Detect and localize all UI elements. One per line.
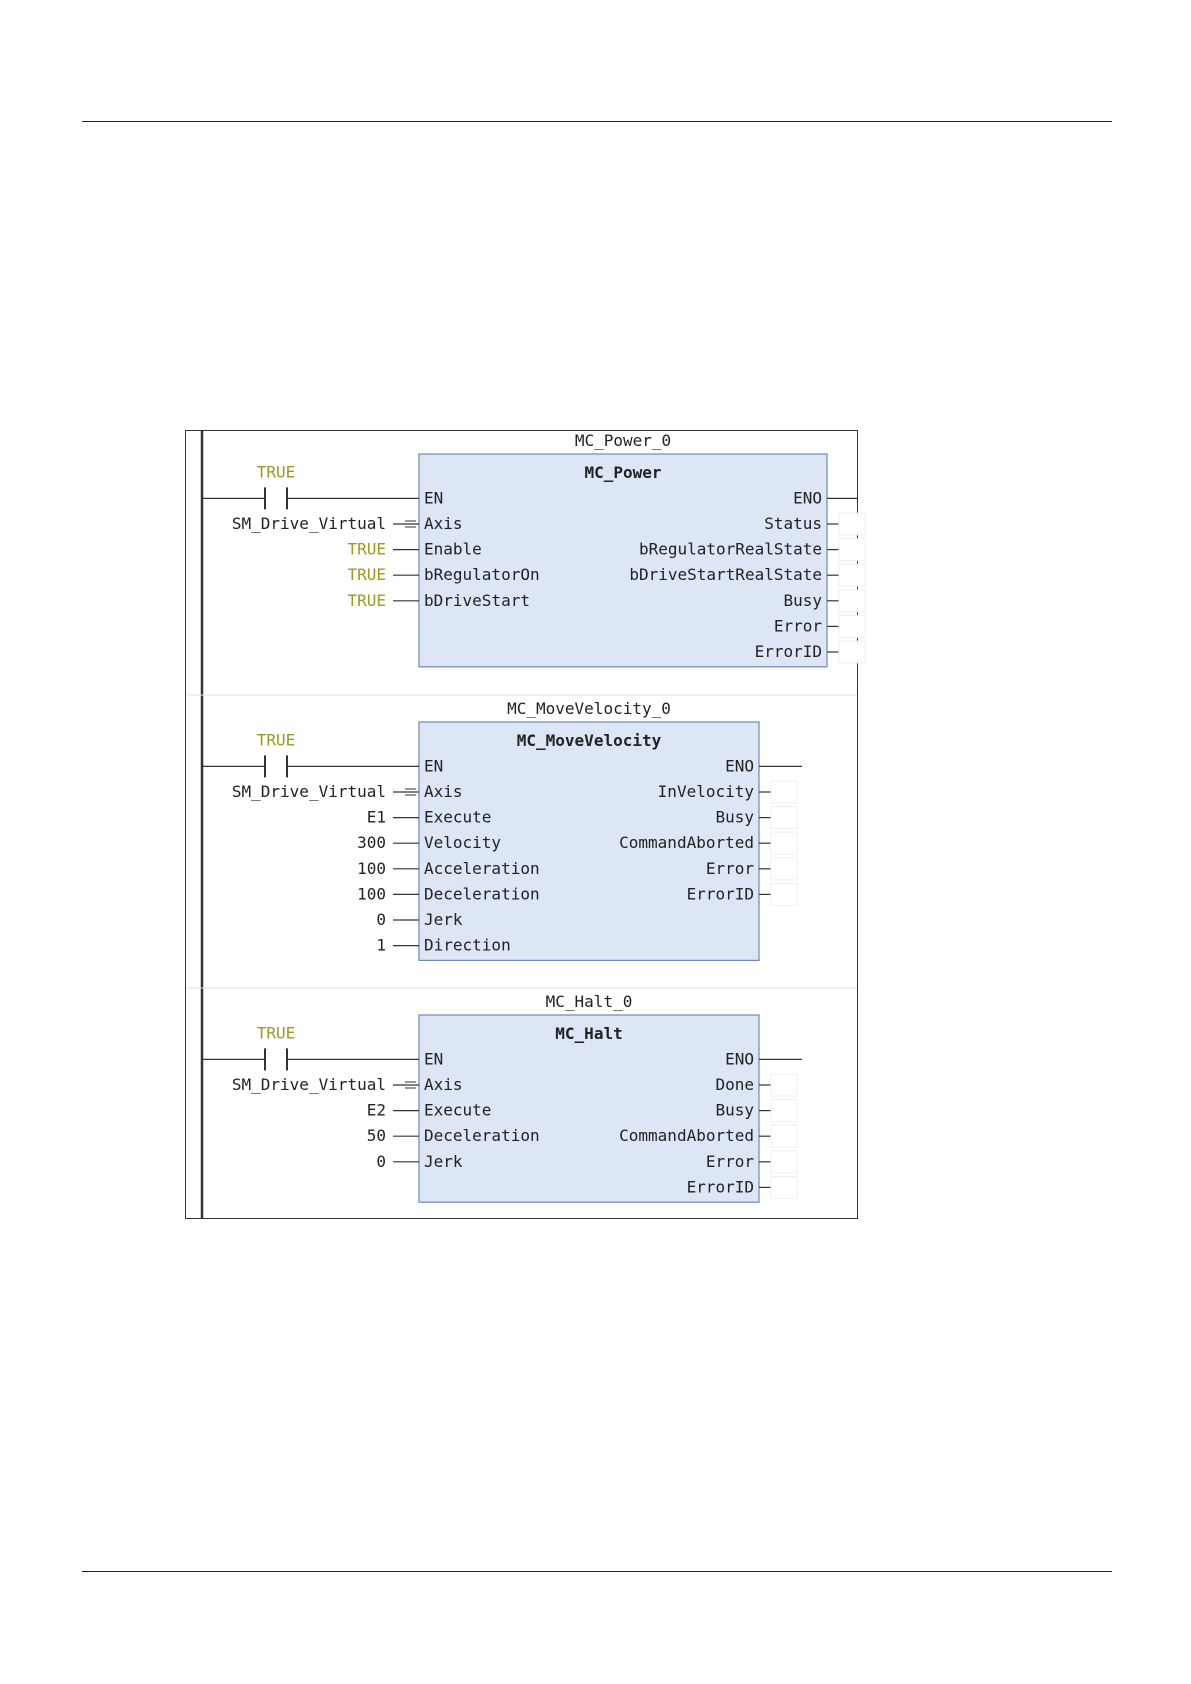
input-value: TRUE <box>347 565 386 584</box>
input-value: 100 <box>357 859 386 878</box>
input-pin: bRegulatorOn <box>424 565 540 584</box>
output-variable-box <box>770 882 798 906</box>
output-pin: ErrorID <box>687 1177 754 1196</box>
output-pin: InVelocity <box>658 782 755 801</box>
output-variable-box <box>838 512 866 536</box>
eno-pin: ENO <box>725 756 754 775</box>
input-pin: Deceleration <box>424 884 540 903</box>
instance-name: MC_MoveVelocity_0 <box>507 699 671 718</box>
input-value: 1 <box>376 936 386 955</box>
input-value: 300 <box>357 833 386 852</box>
header-rule <box>82 121 1112 122</box>
input-pin: Jerk <box>424 910 463 929</box>
output-variable-box <box>770 1150 798 1174</box>
input-pin: Axis <box>424 782 463 801</box>
output-pin: ErrorID <box>687 884 754 903</box>
output-pin: CommandAborted <box>619 833 754 852</box>
en-pin: EN <box>424 488 443 507</box>
input-pin: Execute <box>424 1101 491 1120</box>
input-pin: Deceleration <box>424 1126 540 1145</box>
eno-pin: ENO <box>725 1049 754 1068</box>
output-pin: Busy <box>715 1101 754 1120</box>
input-pin: Enable <box>424 540 482 559</box>
input-value: 100 <box>357 884 386 903</box>
input-pin: Velocity <box>424 833 501 852</box>
output-variable-box <box>770 1124 798 1148</box>
output-pin: ErrorID <box>755 642 822 661</box>
output-pin: Busy <box>783 591 822 610</box>
input-value: TRUE <box>347 540 386 559</box>
block-type: MC_Power <box>584 463 661 482</box>
input-pin: Axis <box>424 514 463 533</box>
output-pin: bRegulatorRealState <box>639 540 822 559</box>
output-pin: Status <box>764 514 822 533</box>
contact-label: TRUE <box>257 462 296 481</box>
output-variable-box <box>838 589 866 613</box>
input-value: TRUE <box>347 591 386 610</box>
function-block <box>418 1014 760 1203</box>
output-variable-box <box>770 831 798 855</box>
output-pin: Error <box>774 616 823 635</box>
input-pin: Axis <box>424 1075 463 1094</box>
diagram-frame <box>185 430 858 1219</box>
input-value: 50 <box>367 1126 386 1145</box>
instance-name: MC_Power_0 <box>575 431 671 450</box>
contact-label: TRUE <box>257 730 296 749</box>
input-value: 0 <box>376 1152 386 1171</box>
output-variable-box <box>770 780 798 804</box>
block-type: MC_Halt <box>555 1024 622 1043</box>
output-variable-box <box>838 614 866 638</box>
output-variable-box <box>770 806 798 830</box>
input-value: SM_Drive_Virtual <box>232 782 386 801</box>
output-variable-box <box>838 640 866 664</box>
output-pin: Busy <box>715 808 754 827</box>
block-type: MC_MoveVelocity <box>517 731 662 750</box>
input-pin: Acceleration <box>424 859 540 878</box>
output-variable-box <box>770 1175 798 1199</box>
function-block <box>418 721 760 961</box>
output-variable-box <box>770 857 798 881</box>
input-pin: bDriveStart <box>424 591 530 610</box>
output-pin: Done <box>715 1075 754 1094</box>
output-variable-box <box>770 1099 798 1123</box>
en-pin: EN <box>424 756 443 775</box>
input-value: E1 <box>367 808 386 827</box>
output-variable-box <box>770 1073 798 1097</box>
output-pin: bDriveStartRealState <box>629 565 822 584</box>
function-block <box>418 453 828 668</box>
output-variable-box <box>838 563 866 587</box>
input-pin: Jerk <box>424 1152 463 1171</box>
output-pin: Error <box>706 859 755 878</box>
output-pin: CommandAborted <box>619 1126 754 1145</box>
output-pin: Error <box>706 1152 755 1171</box>
input-value: SM_Drive_Virtual <box>232 514 386 533</box>
output-variable-box <box>838 538 866 562</box>
footer-rule <box>82 1571 1112 1572</box>
instance-name: MC_Halt_0 <box>546 992 633 1011</box>
input-pin: Execute <box>424 808 491 827</box>
input-value: E2 <box>367 1101 386 1120</box>
eno-pin: ENO <box>793 488 822 507</box>
input-pin: Direction <box>424 936 511 955</box>
input-value: 0 <box>376 910 386 929</box>
input-value: SM_Drive_Virtual <box>232 1075 386 1094</box>
en-pin: EN <box>424 1049 443 1068</box>
contact-label: TRUE <box>257 1023 296 1042</box>
